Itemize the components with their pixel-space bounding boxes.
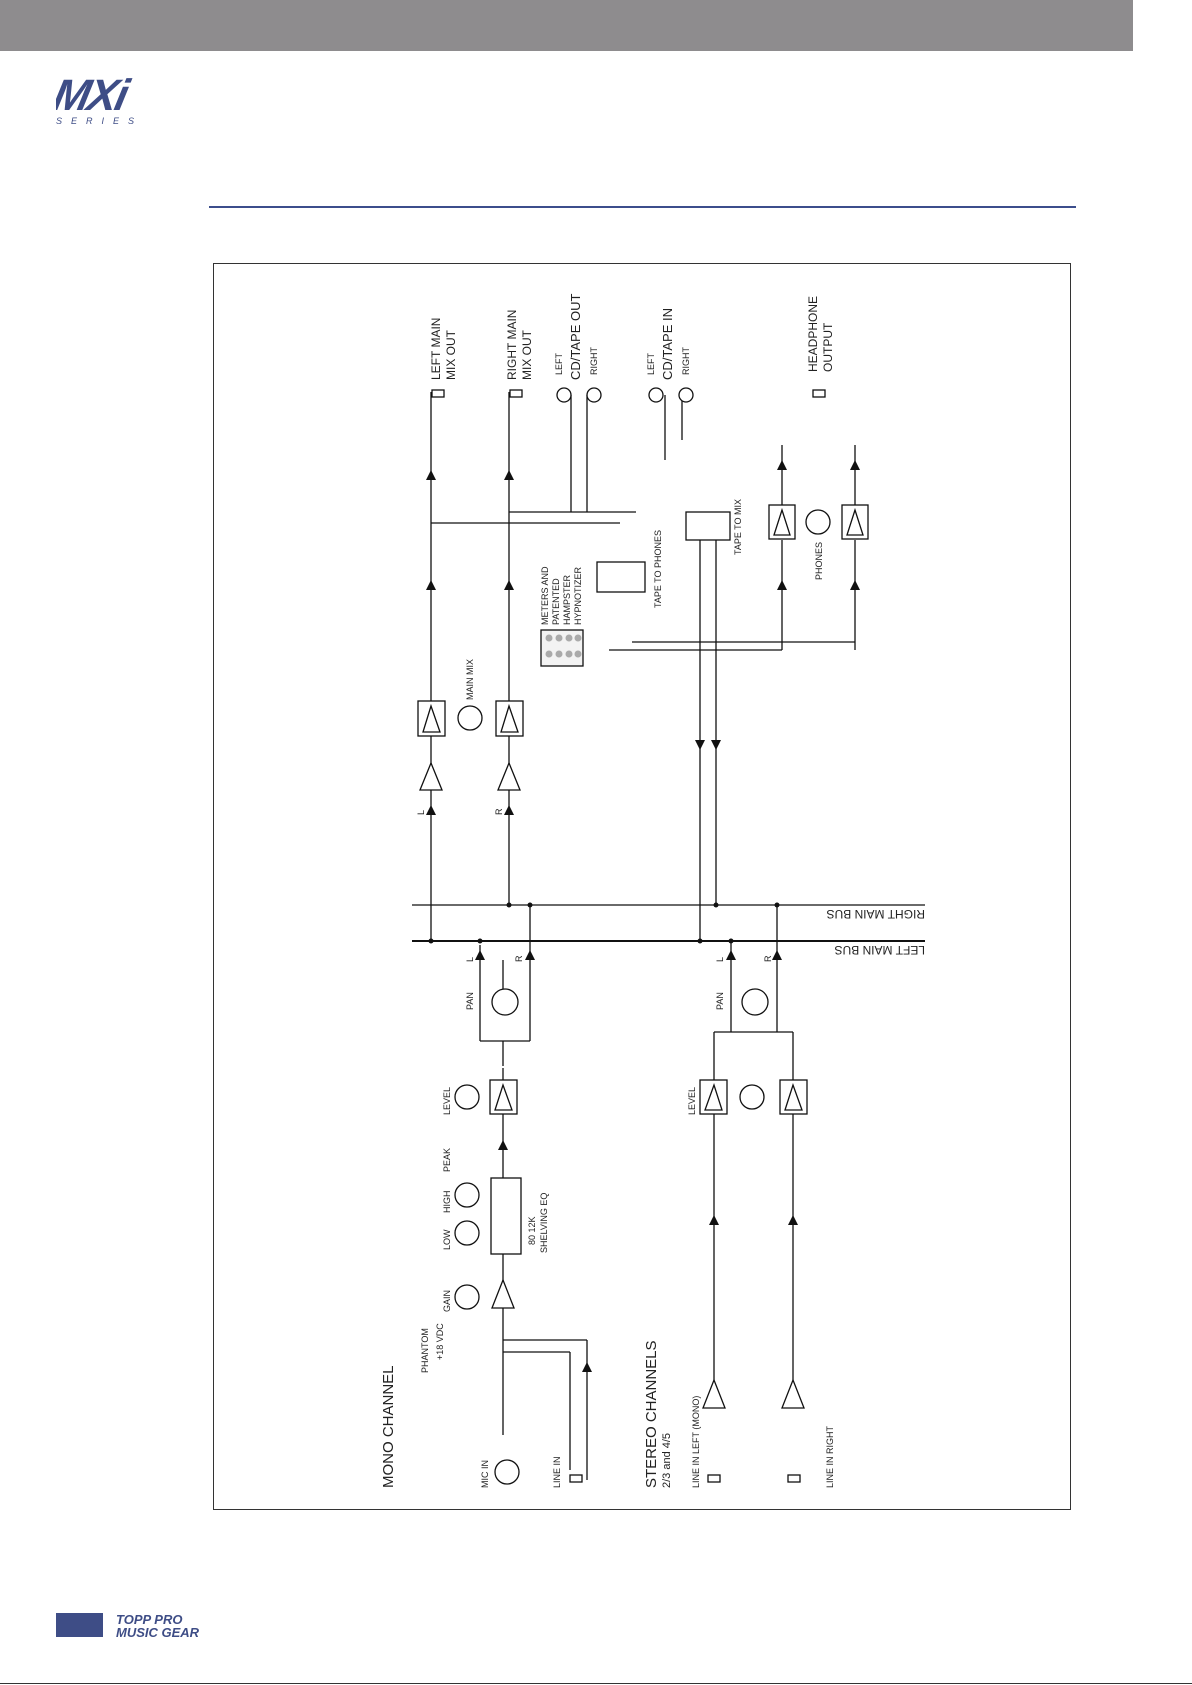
- label-main-mix: MAIN MIX: [465, 659, 475, 700]
- label-tape-to-mix: TAPE TO MIX: [733, 499, 743, 555]
- topp-pro-brand: TOPP PRO MUSIC GEAR: [116, 1613, 226, 1641]
- label-left-bus: LEFT MAIN BUS: [835, 943, 925, 957]
- label-stereo-pan: PAN: [715, 992, 725, 1010]
- label-line-in: LINE IN: [552, 1456, 562, 1488]
- label-mic-in: MIC IN: [480, 1460, 490, 1488]
- label-phones: PHONES: [814, 542, 824, 580]
- label-cd-out-right: RIGHT: [589, 347, 599, 376]
- label-mono-level: LEVEL: [442, 1087, 452, 1115]
- label-headphone-2: OUTPUT: [821, 322, 835, 372]
- label-right-main-1: RIGHT MAIN: [505, 310, 519, 380]
- label-stereo-r: R: [763, 955, 773, 962]
- label-meters-4: HYPNOTIZER: [573, 566, 583, 625]
- label-cd-out-left: LEFT: [554, 352, 564, 375]
- header-rule: [209, 206, 1076, 208]
- label-mono-pan: PAN: [465, 992, 475, 1010]
- label-cd-in-title: CD/TAPE IN: [660, 308, 675, 380]
- label-cd-out-title: CD/TAPE OUT: [568, 294, 583, 380]
- brand-line-2: MUSIC GEAR: [116, 1625, 200, 1640]
- label-right-bus: RIGHT MAIN BUS: [827, 907, 925, 921]
- label-meters-1: METERS AND: [540, 566, 550, 625]
- label-mono-r: R: [514, 955, 524, 962]
- footer-color-block: [56, 1613, 103, 1637]
- label-meters-2: PATENTED: [551, 578, 561, 625]
- label-left-main-2: MIX OUT: [444, 329, 458, 380]
- label-low: LOW: [442, 1229, 452, 1250]
- label-r-main: R: [494, 808, 504, 815]
- label-stereo-level: LEVEL: [687, 1087, 697, 1115]
- label-stereo-title: STEREO CHANNELS: [643, 1340, 660, 1488]
- diagram-frame: LEFT MAIN MIX OUT RIGHT MAIN MIX OUT LEF…: [213, 263, 1071, 1510]
- label-mono-title: MONO CHANNEL: [380, 1365, 397, 1488]
- label-eq-freqs: 80 12K: [527, 1216, 537, 1245]
- top-header-bar: [0, 0, 1133, 51]
- label-cd-in-right: RIGHT: [681, 347, 691, 376]
- label-gain: GAIN: [442, 1290, 452, 1312]
- label-mono-l: L: [465, 957, 475, 962]
- mxi-series-logo: MXi SERIES: [56, 76, 143, 126]
- label-tape-to-phones: TAPE TO PHONES: [653, 530, 663, 608]
- brand-line-1: TOPP PRO: [116, 1612, 183, 1627]
- bottom-rule: [0, 1683, 1192, 1684]
- label-stereo-subtitle: 2/3 and 4/5: [661, 1433, 673, 1488]
- label-left-main-1: LEFT MAIN: [429, 318, 443, 380]
- label-high: HIGH: [442, 1191, 452, 1214]
- label-line-right: LINE IN RIGHT: [825, 1425, 835, 1488]
- label-line-left: LINE IN LEFT (MONO): [691, 1396, 701, 1488]
- label-meters-3: HAMPSTER: [562, 574, 572, 625]
- label-vdc: +18 VDC: [435, 1323, 445, 1360]
- label-eq-shelving: SHELVING EQ: [539, 1193, 549, 1253]
- label-right-main-2: MIX OUT: [520, 329, 534, 380]
- label-cd-in-left: LEFT: [646, 352, 656, 375]
- label-l-main: L: [416, 810, 426, 815]
- label-stereo-l: L: [715, 957, 725, 962]
- label-peak: PEAK: [442, 1148, 452, 1172]
- label-headphone-1: HEADPHONE: [806, 296, 820, 372]
- svg-text:MXi: MXi: [56, 76, 135, 120]
- signal-flow-diagram: LEFT MAIN MIX OUT RIGHT MAIN MIX OUT LEF…: [380, 294, 925, 1488]
- label-phantom: PHANTOM: [420, 1328, 430, 1373]
- svg-text:SERIES: SERIES: [56, 116, 143, 126]
